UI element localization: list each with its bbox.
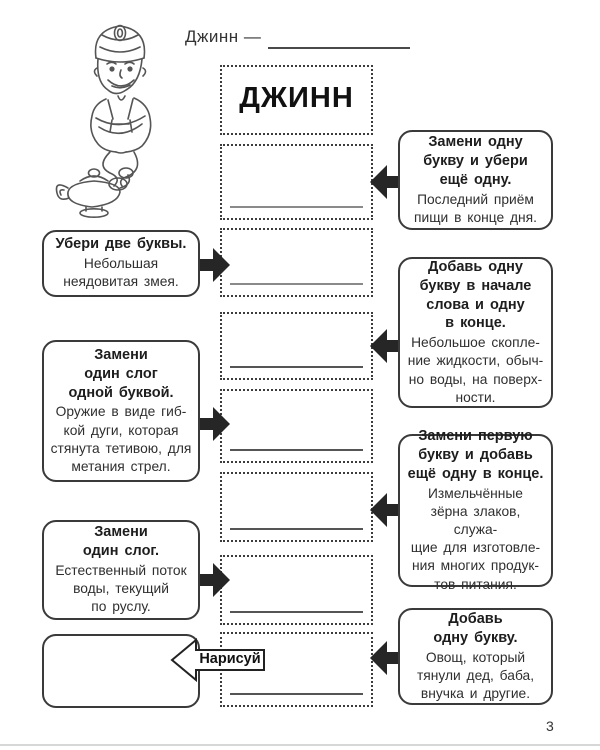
arrow-left-icon <box>370 329 404 363</box>
word-box-1[interactable] <box>220 144 373 220</box>
callout-title: Добавь одну букву в начале слова и одну … <box>419 258 532 332</box>
write-line <box>230 283 363 285</box>
worksheet-term-label: Джинн — <box>185 27 262 46</box>
definition-blank-line[interactable] <box>268 28 410 49</box>
arrow-right-icon <box>196 407 230 441</box>
genie-lamp-illustration <box>55 24 152 219</box>
page-number: 3 <box>546 718 554 734</box>
write-line <box>230 693 363 695</box>
callout-right-2: Добавь одну букву в начале слова и одну … <box>398 257 553 408</box>
word-box-6[interactable] <box>220 555 373 625</box>
draw-arrow-icon <box>170 637 265 683</box>
write-line <box>230 449 363 451</box>
arrow-left-icon <box>370 641 404 675</box>
scan-edge-line <box>0 744 600 746</box>
start-word: ДЖИНН <box>239 82 354 115</box>
write-line <box>230 206 363 208</box>
callout-clue: Измельчённые зёрна злаков, служа- щие дл… <box>410 485 541 592</box>
callout-title: Убери две буквы. <box>55 236 187 253</box>
word-box-4[interactable] <box>220 389 373 463</box>
arrow-right-icon <box>196 248 230 282</box>
word-box-3[interactable] <box>220 312 373 380</box>
callout-title: Замени первую букву и добавь ещё одну в … <box>407 428 544 482</box>
arrow-left-icon <box>370 493 404 527</box>
callout-left-1: Убери две буквы. Небольшая неядовитая зм… <box>42 230 200 297</box>
write-line <box>230 366 363 368</box>
word-box-2[interactable] <box>220 228 373 297</box>
word-box-5[interactable] <box>220 472 373 542</box>
callout-clue: Небольшое скопле- ние жидкости, обыч- но… <box>407 335 544 405</box>
callout-right-4: Добавь одну букву. Овощ, который тянули … <box>398 608 553 705</box>
write-line <box>230 528 363 530</box>
callout-title: Замени один слог. <box>82 524 160 560</box>
drawing-box[interactable] <box>42 634 200 708</box>
callout-right-1: Замени одну букву и убери ещё одну. Посл… <box>398 130 553 230</box>
callout-title: Замени одну букву и убери ещё одну. <box>423 134 528 188</box>
callout-clue: Овощ, который тянули дед, баба, внучка и… <box>416 649 535 701</box>
draw-arrow-label: Нарисуй <box>199 651 261 667</box>
start-word-box: ДЖИНН <box>220 65 373 135</box>
callout-left-3: Замени один слог. Естественный поток вод… <box>42 520 200 620</box>
callout-title: Добавь одну букву. <box>433 610 518 646</box>
callout-clue: Небольшая неядовитая змея. <box>63 256 179 290</box>
callout-right-3: Замени первую букву и добавь ещё одну в … <box>398 428 553 592</box>
callout-left-2: Замени один слог одной буквой. Оружие в … <box>42 340 200 482</box>
arrow-left-icon <box>370 165 404 199</box>
arrow-right-icon <box>196 563 230 597</box>
write-line <box>230 611 363 613</box>
callout-title: Замени один слог одной буквой. <box>68 346 174 401</box>
callout-clue: Последний приём пищи в конце дня. <box>414 191 537 225</box>
callout-clue: Естественный поток воды, текущий по русл… <box>55 563 187 615</box>
callout-clue: Оружие в виде гиб- кой дуги, которая стя… <box>50 404 192 474</box>
